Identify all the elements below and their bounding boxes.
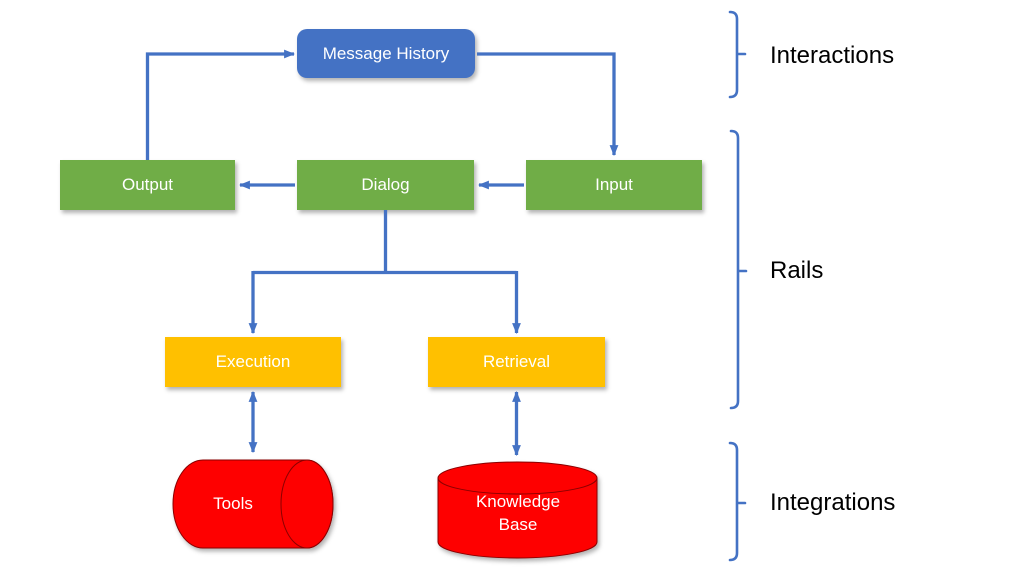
arrow-message-history-to-input (477, 52, 619, 157)
node-output-label: Output (121, 175, 174, 194)
node-execution: Execution (165, 337, 341, 387)
node-dialog-label: Dialog (361, 175, 410, 194)
node-knowledge-base-label: Knowledge Base (475, 492, 561, 534)
node-input-label: Input (595, 175, 633, 194)
node-message-history-label: Message History (322, 43, 450, 63)
node-dialog: Dialog (297, 160, 474, 210)
arrows (145, 49, 619, 457)
node-input: Input (526, 160, 702, 210)
group-label-integrations: Integrations (770, 489, 896, 516)
node-message-history: Message History (297, 29, 475, 78)
integrations-bracket (728, 441, 747, 562)
node-tools-label: Tools (213, 493, 253, 513)
node-execution-label: Execution (215, 352, 291, 371)
node-retrieval-label: Retrieval (482, 352, 551, 371)
group-brackets (728, 10, 748, 562)
interactions-bracket (728, 10, 747, 99)
arrow-output-to-message-history (145, 49, 296, 160)
node-retrieval: Retrieval (428, 337, 605, 387)
rails-bracket (729, 129, 748, 410)
node-output: Output (60, 160, 235, 210)
group-label-rails: Rails (770, 257, 824, 284)
group-label-interactions: Interactions (770, 42, 895, 69)
